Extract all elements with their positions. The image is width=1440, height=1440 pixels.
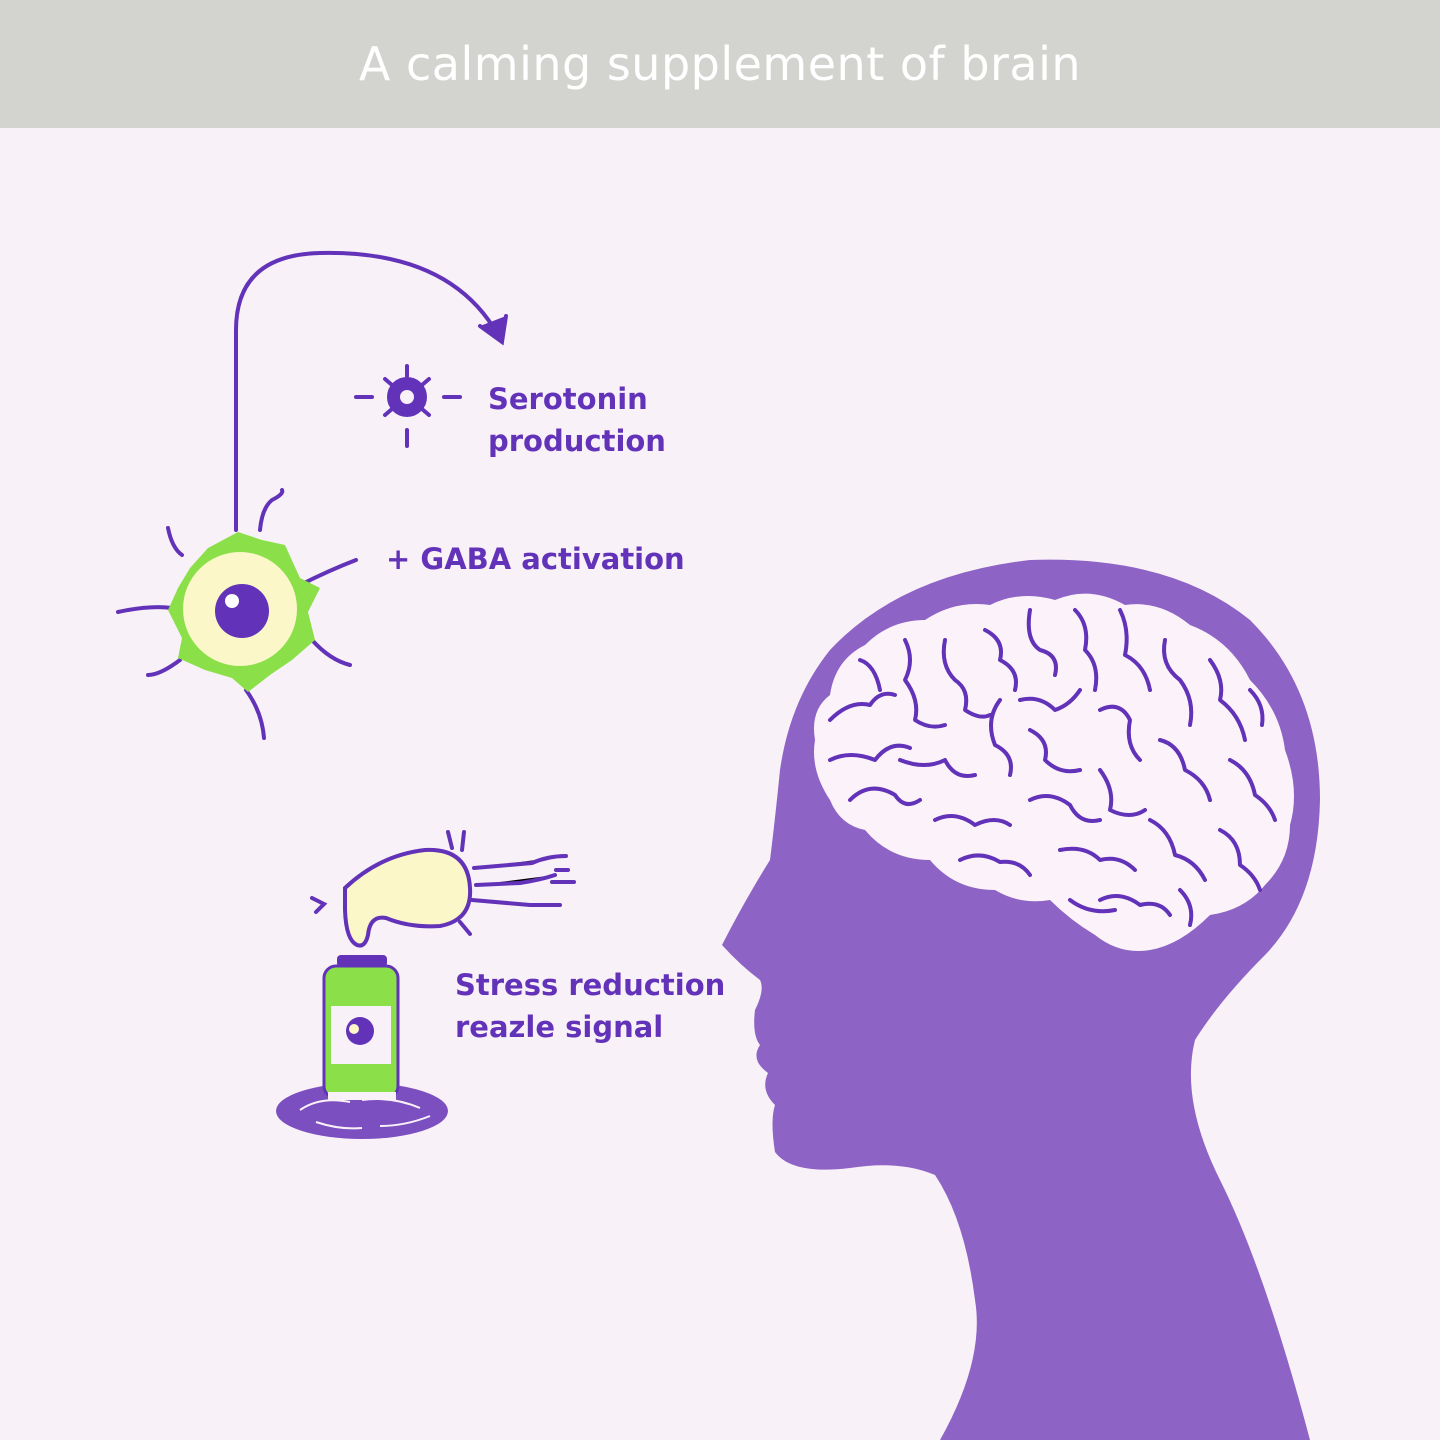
neuron-icon <box>116 488 358 740</box>
serotonin-label-line1: Serotonin <box>488 382 648 416</box>
serotonin-label: Serotonin production <box>488 378 666 462</box>
arrow-icon <box>234 250 508 532</box>
supplement-bottle-icon <box>276 955 448 1139</box>
stress-label-line1: Stress reduction <box>455 968 726 1002</box>
brain-icon <box>814 593 1294 951</box>
serotonin-label-line2: production <box>488 424 666 458</box>
title-banner: A calming supplement of brain <box>0 0 1440 128</box>
stress-label-line2: reazle signal <box>455 1010 664 1044</box>
page-title: A calming supplement of brain <box>358 37 1082 91</box>
gaba-label: + GABA activation <box>386 538 685 580</box>
gaba-label-text: + GABA activation <box>386 542 685 576</box>
pill-droplet-icon <box>310 830 576 948</box>
serotonin-molecule-icon <box>354 364 462 448</box>
stress-label: Stress reduction reazle signal <box>455 964 725 1048</box>
